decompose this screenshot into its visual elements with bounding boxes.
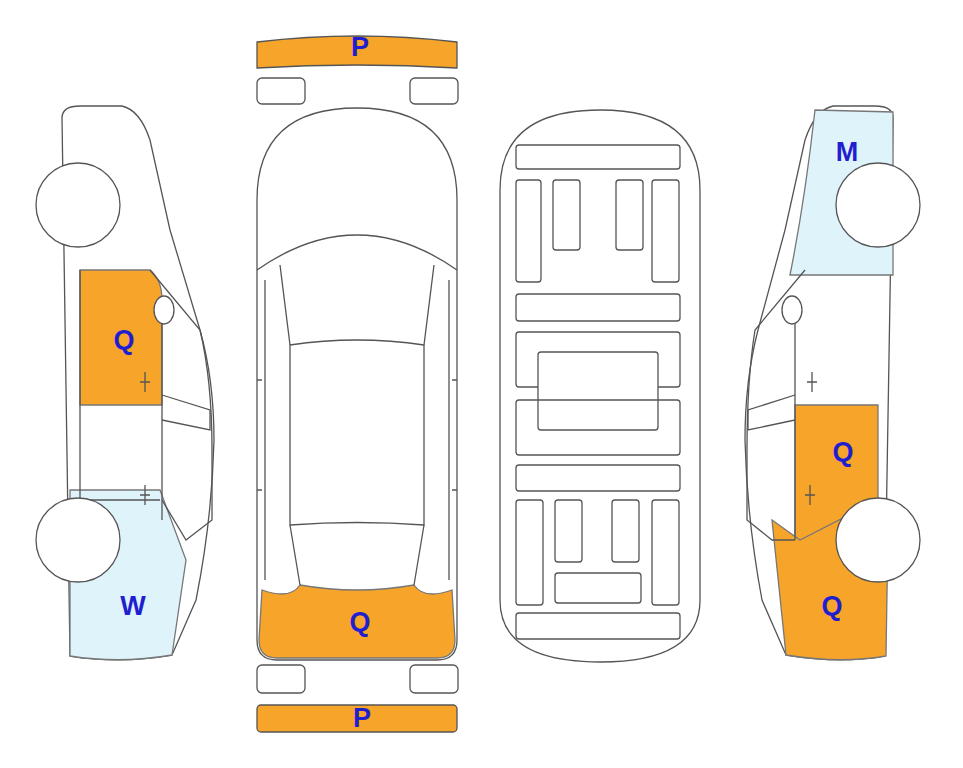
underside-view bbox=[500, 110, 700, 662]
damage-code: Q bbox=[832, 439, 853, 466]
damage-code: Q bbox=[113, 327, 134, 354]
left-side-view bbox=[36, 106, 214, 660]
damage-code: P bbox=[351, 34, 369, 61]
damage-code: P bbox=[353, 705, 371, 732]
damage-code: M bbox=[836, 139, 859, 166]
damage-code: Q bbox=[821, 593, 842, 620]
damage-code: Q bbox=[349, 609, 370, 636]
right-side-view bbox=[745, 106, 920, 660]
top-view bbox=[257, 36, 458, 732]
damage-code: W bbox=[120, 593, 145, 620]
